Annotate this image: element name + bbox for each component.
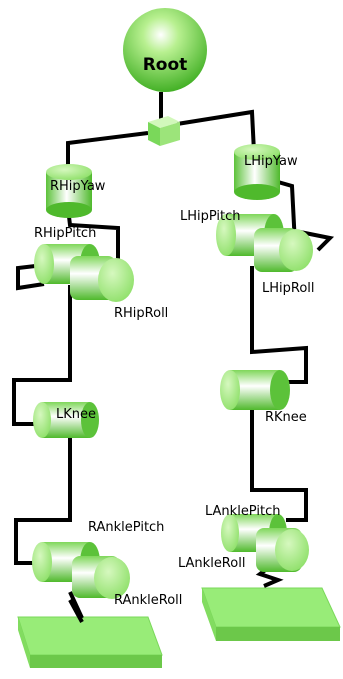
l-hip-yaw-label: LHipYaw: [244, 154, 298, 169]
link-base-rhipyaw: [66, 131, 149, 168]
r-ankle-pitch-label: RAnklePitch: [88, 520, 164, 535]
link-lknee-ranklepitch: [14, 432, 72, 565]
r-knee-label: RKnee: [265, 410, 307, 425]
link-ranklepitch-foot: [68, 591, 84, 623]
link-lhippitch-frame: [299, 230, 335, 252]
l-hip-roll-label: LHipRoll: [262, 281, 315, 296]
right-foot-block: [17, 616, 163, 668]
root-label: Root: [143, 55, 188, 75]
l-ankle-pitch-label: LAnklePitch: [205, 504, 280, 519]
link-rknee-lanklepitch: [250, 410, 308, 522]
link-lhiproll-rknee: [250, 266, 308, 384]
l-ankle-roll-joint[interactable]: [256, 528, 309, 572]
l-knee-label: LKnee: [56, 407, 96, 422]
l-hip-pitch-label: LHipPitch: [180, 209, 241, 224]
r-hip-yaw-label: RHipYaw: [50, 179, 106, 194]
r-hip-yaw-joint[interactable]: [46, 164, 92, 218]
l-hip-roll-joint[interactable]: [254, 228, 313, 272]
r-hip-pitch-label: RHipPitch: [34, 226, 96, 241]
link-base-lhipyaw: [176, 109, 256, 153]
l-ankle-roll-label: LAnkleRoll: [178, 556, 245, 571]
r-ankle-roll-label: RAnkleRoll: [114, 593, 182, 608]
link-rhippitch-frame: [16, 263, 45, 291]
root-joint[interactable]: [123, 8, 207, 92]
r-hip-roll-joint[interactable]: [70, 256, 134, 302]
l-hip-yaw-joint[interactable]: [234, 144, 280, 200]
r-ankle-roll-joint[interactable]: [72, 556, 130, 599]
link-rhippitch-lknee: [12, 285, 72, 426]
pelvis-box: [148, 116, 180, 146]
l-knee-joint[interactable]: [33, 402, 99, 438]
left-foot-block: [201, 587, 341, 641]
r-hip-roll-label: RHipRoll: [114, 306, 168, 321]
r-knee-joint[interactable]: [220, 370, 290, 410]
